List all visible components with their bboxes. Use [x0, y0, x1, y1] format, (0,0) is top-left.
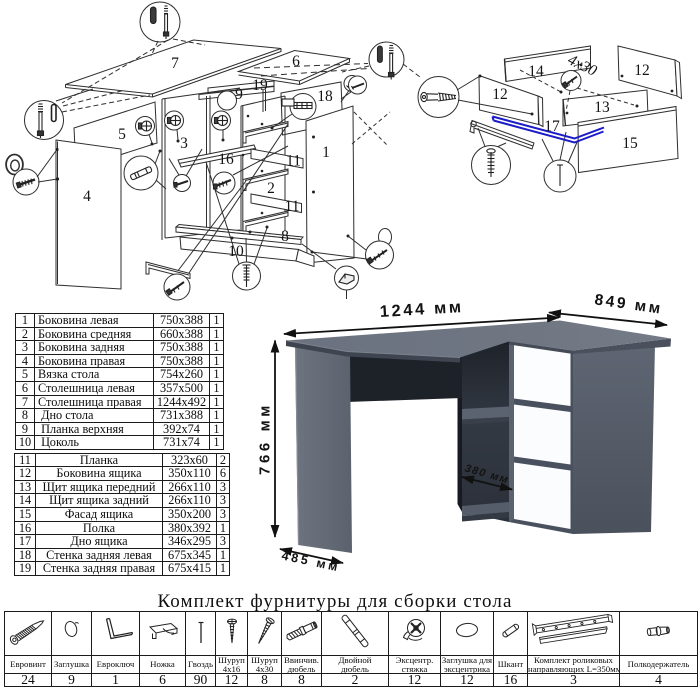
svg-text:5: 5: [118, 126, 126, 143]
svg-text:13: 13: [594, 99, 610, 116]
svg-text:17: 17: [544, 118, 560, 135]
svg-text:12: 12: [634, 62, 650, 79]
svg-text:12: 12: [492, 86, 508, 103]
svg-text:11: 11: [285, 198, 300, 215]
svg-text:14: 14: [528, 63, 544, 80]
svg-text:15: 15: [622, 135, 638, 152]
svg-text:11: 11: [286, 153, 301, 170]
svg-text:7: 7: [171, 55, 179, 72]
svg-text:766 мм: 766 мм: [257, 402, 274, 475]
svg-text:4: 4: [83, 188, 91, 205]
svg-text:19: 19: [252, 77, 268, 94]
svg-text:10: 10: [228, 243, 244, 260]
svg-text:9: 9: [235, 86, 243, 103]
svg-text:849 мм: 849 мм: [593, 291, 663, 317]
svg-text:1244 мм: 1244 мм: [379, 298, 464, 321]
svg-text:2: 2: [267, 180, 275, 197]
svg-text:8: 8: [281, 228, 289, 245]
svg-text:3: 3: [180, 135, 188, 152]
svg-text:18: 18: [317, 88, 333, 105]
svg-text:485 мм: 485 мм: [280, 548, 341, 574]
svg-text:6: 6: [292, 53, 300, 70]
svg-text:16: 16: [218, 151, 234, 168]
svg-text:1: 1: [322, 144, 330, 161]
